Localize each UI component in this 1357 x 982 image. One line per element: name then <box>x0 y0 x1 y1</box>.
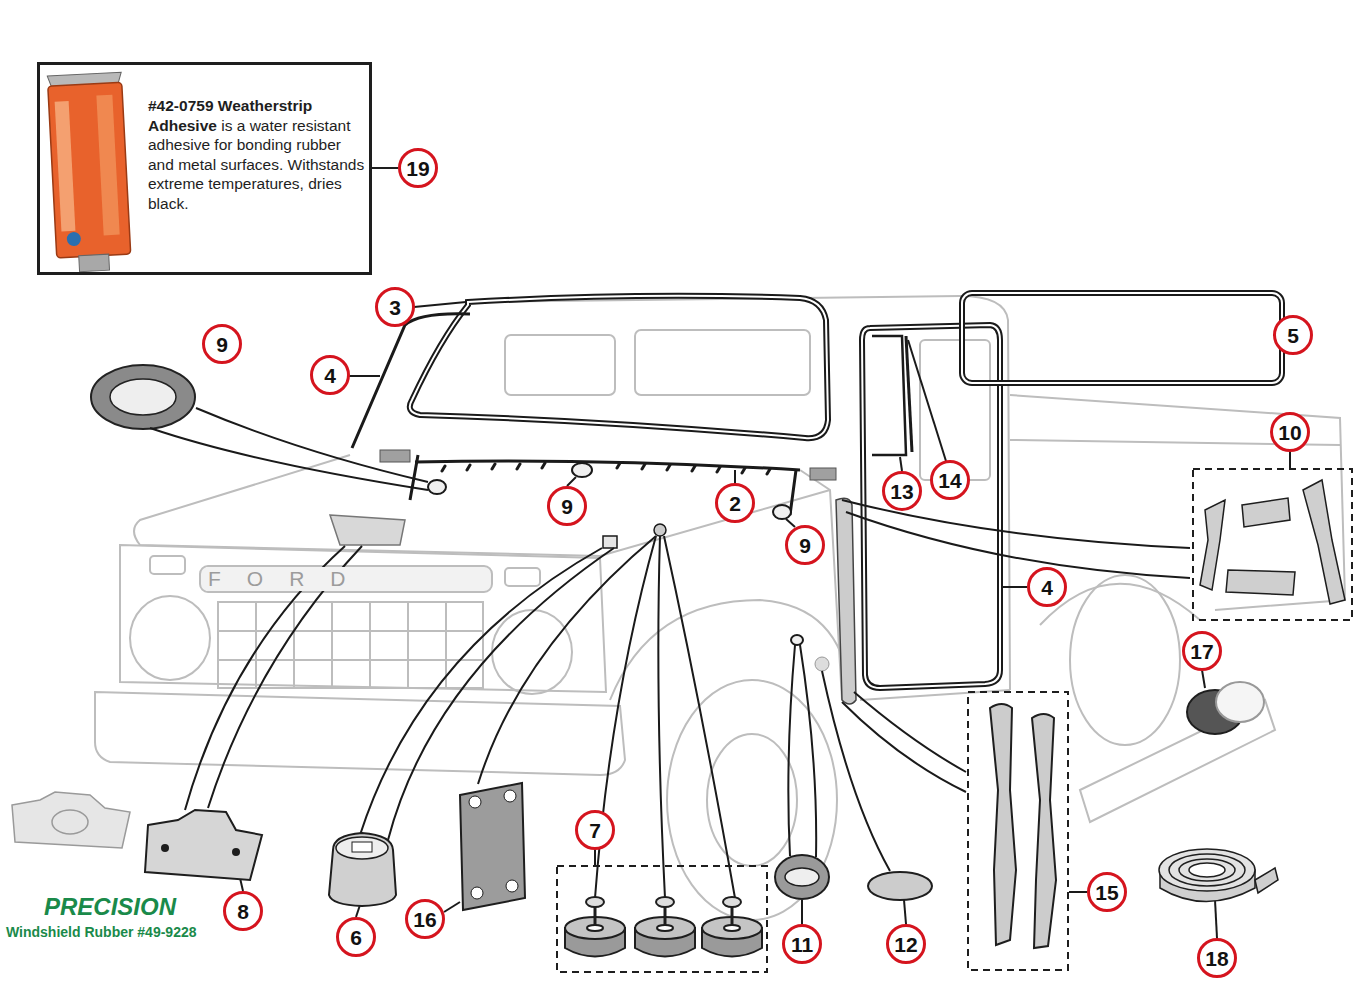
leader-lines <box>150 302 1290 938</box>
truck-outline <box>95 296 1345 920</box>
callout-number: 16 <box>405 899 445 939</box>
callout-text: 12 <box>894 934 917 955</box>
cowl-seal <box>380 450 836 515</box>
callout-number: 17 <box>1182 631 1222 671</box>
tape-roll <box>1159 849 1278 902</box>
adhesive-tube <box>47 72 131 273</box>
callout-number: 9 <box>547 486 587 526</box>
callout-text: 18 <box>1205 948 1228 969</box>
plug <box>815 657 829 671</box>
callout-text: 8 <box>237 901 249 922</box>
callout-text: 14 <box>938 470 961 491</box>
callout-number: 3 <box>375 287 415 327</box>
callout-text: 9 <box>799 535 811 556</box>
info-text: #42-0759 Weatherstrip Adhesiveis a water… <box>148 96 366 213</box>
windshield-seal <box>410 296 828 438</box>
bumper-block <box>329 833 396 906</box>
callout-text: 2 <box>729 493 741 514</box>
leader-connector <box>372 167 398 169</box>
door-seal <box>352 314 470 448</box>
door-seal <box>862 325 1000 688</box>
callout-number: 7 <box>575 810 615 850</box>
emblem-gasket <box>145 810 262 880</box>
oval-grommet <box>91 365 195 429</box>
callout-number: 14 <box>930 460 970 500</box>
callout-number: 18 <box>1197 938 1237 978</box>
grille-lettering: FORD <box>206 567 374 591</box>
door-strip <box>836 498 856 704</box>
callout-number: 13 <box>882 471 922 511</box>
callout-text: 3 <box>389 297 401 318</box>
callout-text: 7 <box>589 820 601 841</box>
callout-number: 10 <box>1270 412 1310 452</box>
callout-text: 9 <box>561 496 573 517</box>
callout-number: 9 <box>785 525 825 565</box>
callout-text: 15 <box>1095 882 1118 903</box>
callout-number: 6 <box>336 917 376 957</box>
callout-number: 2 <box>715 483 755 523</box>
callout-text: 5 <box>1287 325 1299 346</box>
callout-number: 15 <box>1087 872 1127 912</box>
callout-number: 11 <box>782 924 822 964</box>
rear-window-seal <box>962 293 1282 383</box>
callout-text: 17 <box>1190 641 1213 662</box>
callout-text: 6 <box>350 927 362 948</box>
rubber-plate <box>460 783 525 910</box>
callout-text: 16 <box>413 909 436 930</box>
callout-number: 19 <box>398 148 438 188</box>
grommets <box>428 463 803 645</box>
callout-text: 19 <box>406 158 429 179</box>
hood-emblem <box>330 515 405 545</box>
callout-number: 5 <box>1273 315 1313 355</box>
callout-text: 4 <box>324 365 336 386</box>
callout-text: 9 <box>216 334 228 355</box>
callout-number: 4 <box>1027 567 1067 607</box>
callout-text: 4 <box>1041 577 1053 598</box>
callout-number: 9 <box>202 324 242 364</box>
bumper-pads <box>565 897 762 957</box>
callout-number: 12 <box>886 924 926 964</box>
info-box: #42-0759 Weatherstrip Adhesiveis a water… <box>37 62 372 275</box>
callout-text: 11 <box>791 934 813 955</box>
brand-logo: PRECISION <box>42 893 178 921</box>
callout-text: 10 <box>1278 422 1301 443</box>
callout-number: 4 <box>310 355 350 395</box>
callout-number: 8 <box>223 891 263 931</box>
product-note: Windshield Rubber #49-9228 <box>4 924 198 940</box>
callout-text: 13 <box>890 481 913 502</box>
